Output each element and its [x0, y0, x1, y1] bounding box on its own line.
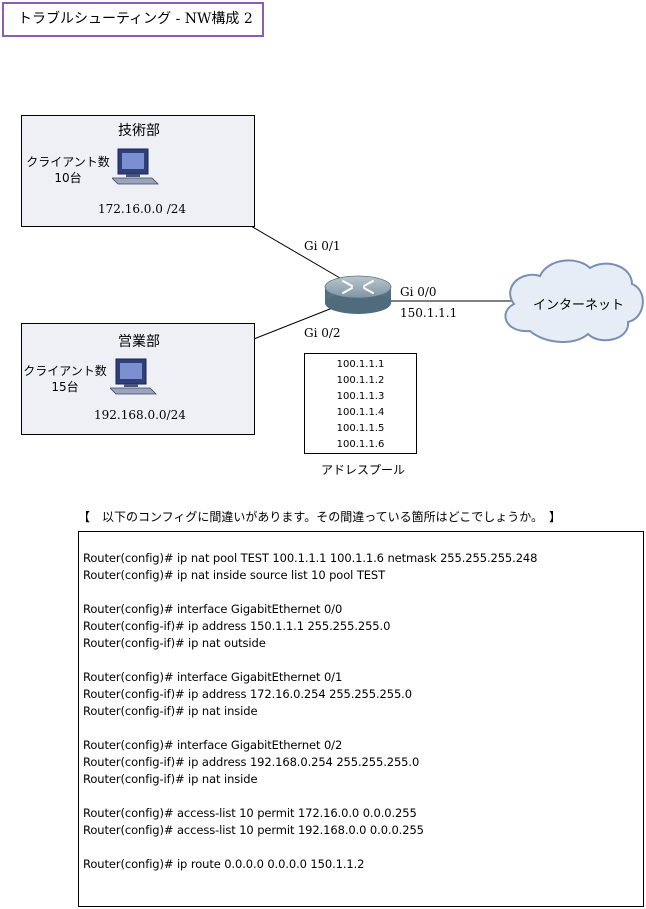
- network-sales: 192.168.0.0/24: [94, 408, 186, 422]
- config-line: Router(config)# interface GigabitEtherne…: [83, 738, 343, 752]
- config-line: Router(config)# ip nat pool TEST 100.1.1…: [83, 551, 538, 565]
- config-line: Router(config-if)# ip address 150.1.1.1 …: [83, 619, 391, 633]
- interface-gi00-label: Gi 0/0: [400, 285, 437, 299]
- config-line: Router(config-if)# ip nat inside: [83, 772, 258, 786]
- router-icon: [324, 275, 392, 314]
- client-count-sales: クライアント数 15台: [23, 364, 107, 394]
- config-box: Router(config)# ip nat pool TEST 100.1.1…: [78, 531, 644, 907]
- pc-icon: [112, 148, 159, 185]
- interface-gi01-label: Gi 0/1: [304, 239, 341, 253]
- pool-address: 100.1.1.1: [336, 359, 385, 370]
- pool-address: 100.1.1.3: [336, 391, 385, 402]
- pool-address: 100.1.1.2: [336, 375, 385, 386]
- interface-gi02-label: Gi 0/2: [304, 326, 341, 340]
- config-line: Router(config)# access-list 10 permit 19…: [83, 823, 424, 837]
- config-line: Router(config-if)# ip address 172.16.0.2…: [83, 687, 412, 701]
- config-line: Router(config)# interface GigabitEtherne…: [83, 670, 343, 684]
- config-line: [83, 788, 643, 805]
- config-line: [83, 839, 643, 856]
- config-line: Router(config)# interface GigabitEtherne…: [83, 602, 343, 616]
- interface-gi00-ip: 150.1.1.1: [400, 306, 458, 320]
- pool-address: 100.1.1.4: [336, 407, 385, 418]
- config-line: Router(config)# access-list 10 permit 17…: [83, 806, 417, 820]
- client-count-engineering: クライアント数 10台: [26, 155, 110, 185]
- page-title: トラブルシューティング - NW構成 2: [2, 2, 264, 37]
- config-line: Router(config-if)# ip nat inside: [83, 704, 258, 718]
- config-line: Router(config-if)# ip address 192.168.0.…: [83, 755, 420, 769]
- question-text: 【 以下のコンフィグに間違いがあります。その間違っている箇所はどこでしょうか。 …: [78, 510, 562, 524]
- pool-address: 100.1.1.5: [336, 423, 385, 434]
- address-pool-caption: アドレスプール: [321, 463, 406, 477]
- dept-name-sales: 営業部: [118, 334, 160, 350]
- config-line: Router(config)# ip route 0.0.0.0 0.0.0.0…: [83, 857, 365, 871]
- internet-cloud-icon: [504, 259, 644, 343]
- network-diagram: [144, 169, 644, 383]
- config-line: [83, 584, 643, 601]
- config-line: Router(config-if)# ip nat outside: [83, 636, 266, 650]
- internet-label: インターネット: [533, 298, 625, 313]
- dept-name-engineering: 技術部: [118, 123, 160, 139]
- pool-address: 100.1.1.6: [336, 439, 385, 450]
- config-line: [83, 720, 643, 737]
- pc-icon: [110, 358, 157, 395]
- config-line: [83, 652, 643, 669]
- address-pool-box: 100.1.1.1 100.1.1.2 100.1.1.3 100.1.1.4 …: [304, 353, 417, 454]
- network-engineering: 172.16.0.0 /24: [98, 202, 187, 216]
- config-line: Router(config)# ip nat inside source lis…: [83, 568, 386, 582]
